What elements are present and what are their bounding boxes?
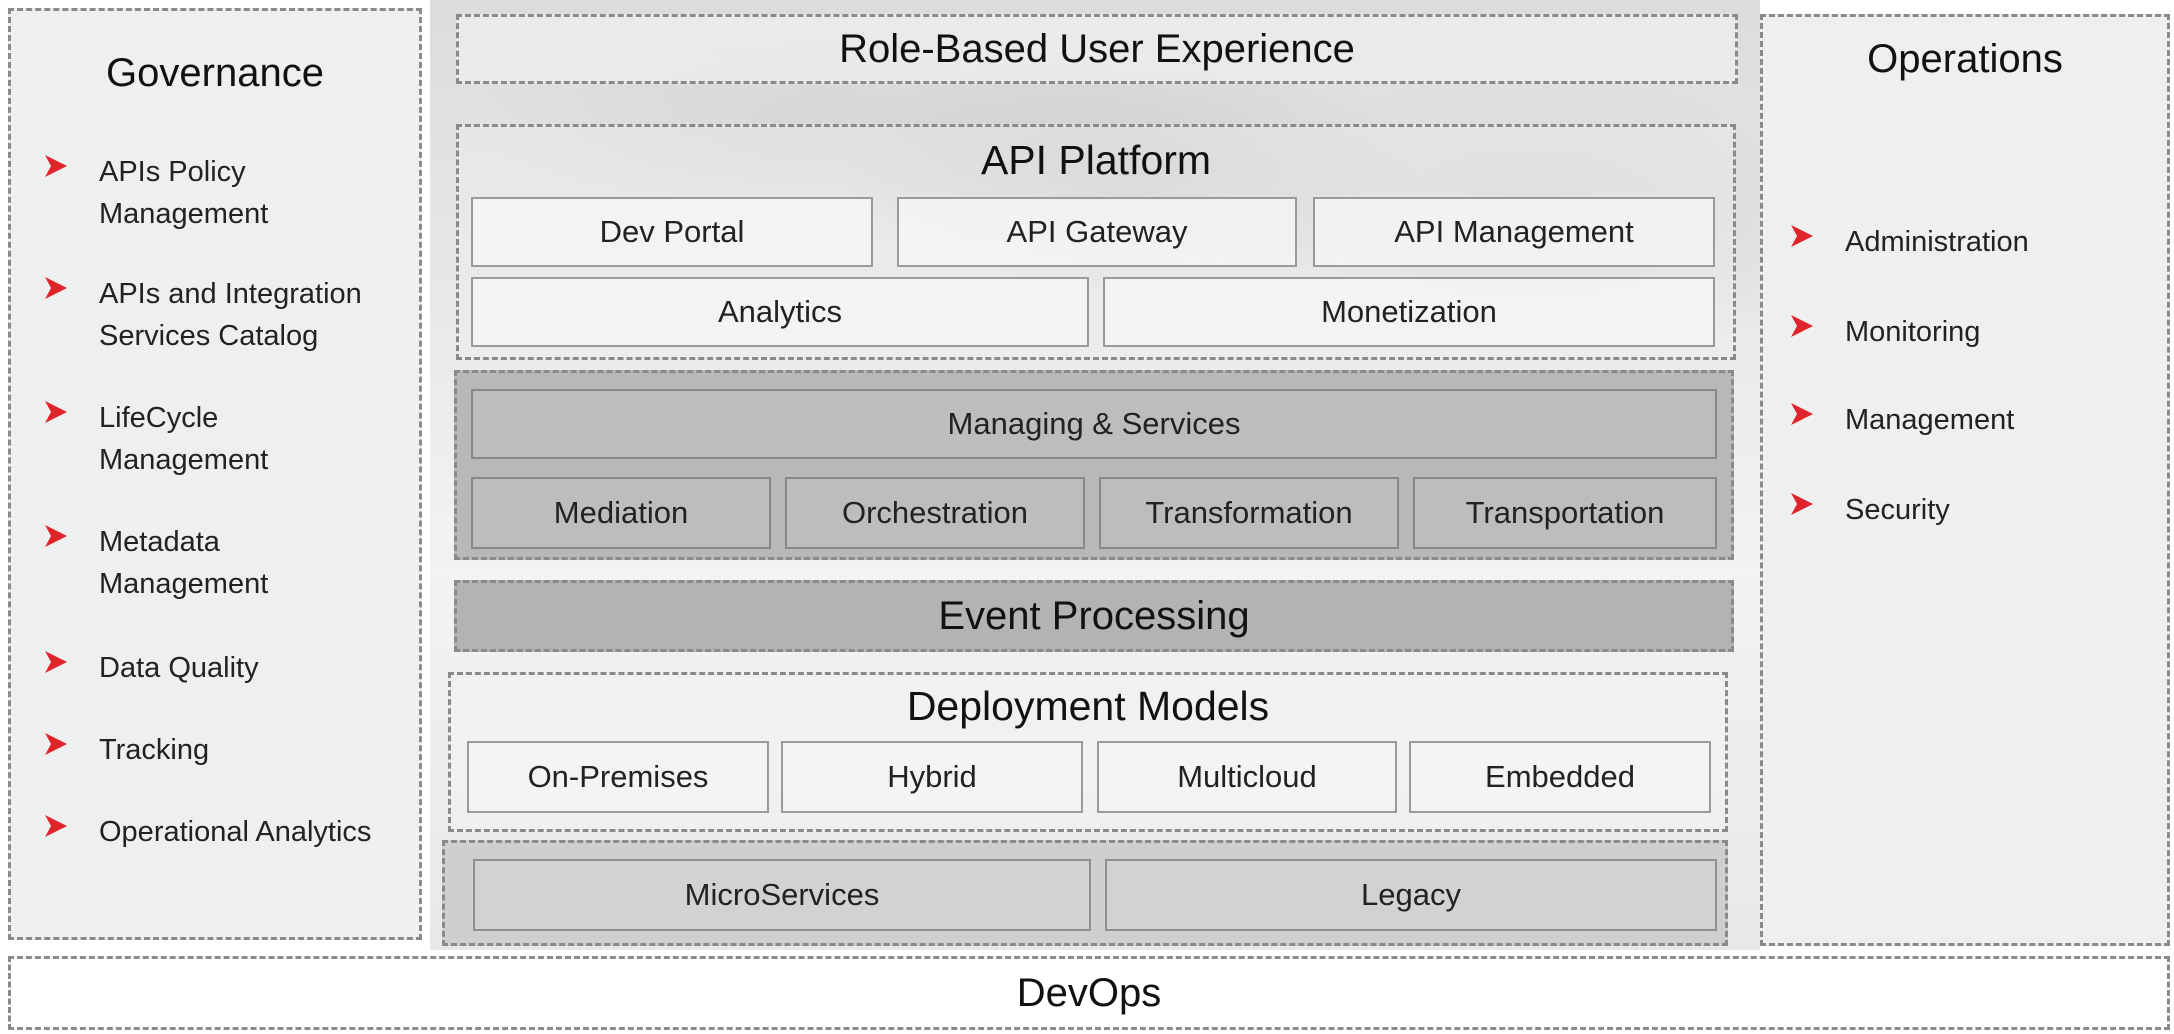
governance-title: Governance [106,51,324,95]
deployment-models-layer: Deployment Models On-Premises Hybrid Mul… [448,672,1728,832]
red-arrow-icon [45,733,67,755]
api-gateway-box: API Gateway [897,197,1297,267]
on-premises-box: On-Premises [467,741,769,813]
api-platform-layer: API Platform Dev Portal API Gateway API … [456,124,1736,360]
governance-item: Data Quality [41,647,259,689]
red-arrow-icon [45,651,67,673]
dev-portal-box: Dev Portal [471,197,873,267]
red-arrow-icon [1791,225,1813,247]
deployment-models-title: Deployment Models [906,683,1270,729]
microservices-box: MicroServices [473,859,1091,931]
role-based-ux-title: Role-Based User Experience [839,26,1355,71]
governance-item-line: APIs and Integration [99,278,362,310]
operations-item-label: Security [1845,494,1950,526]
operations-item: Administration [1787,221,2029,263]
governance-item-line: Operational Analytics [99,816,372,848]
red-arrow-icon [1791,403,1813,425]
multicloud-box: Multicloud [1097,741,1397,813]
legacy-box: Legacy [1105,859,1717,931]
red-arrow-icon [45,155,67,177]
foundation-layer: MicroServices Legacy [442,840,1728,946]
managing-services-title-box: Managing & Services [471,389,1717,459]
red-arrow-icon [45,401,67,423]
api-platform-title: API Platform [980,137,1212,183]
governance-item-line: Management [99,444,269,476]
embedded-box: Embedded [1409,741,1711,813]
operations-panel: Operations Administration Monitoring Man… [1760,14,2170,946]
operations-title: Operations [1867,37,2063,81]
governance-item-line: Tracking [99,734,210,766]
transformation-box: Transformation [1099,477,1399,549]
hybrid-box: Hybrid [781,741,1083,813]
red-arrow-icon [1791,493,1813,515]
governance-item-line: Data Quality [99,652,259,684]
event-processing-layer: Event Processing [454,580,1734,652]
red-arrow-icon [45,815,67,837]
governance-item-line: APIs Policy [99,156,246,188]
managing-services-layer: Managing & Services Mediation Orchestrat… [454,370,1734,560]
governance-item: Operational Analytics [41,811,371,853]
red-arrow-icon [45,525,67,547]
governance-item: Tracking [41,729,209,771]
red-arrow-icon [45,277,67,299]
operations-item-label: Monitoring [1845,316,1981,348]
governance-item-line: Services Catalog [99,320,319,352]
operations-item: Management [1787,399,2014,441]
operations-item-label: Management [1845,404,2015,436]
mediation-box: Mediation [471,477,771,549]
governance-item-line: Management [99,568,269,600]
monetization-box: Monetization [1103,277,1715,347]
operations-item: Monitoring [1787,311,1980,353]
operations-item: Security [1787,489,1950,531]
devops-title: DevOps [1016,970,1162,1015]
governance-item-line: Management [99,198,269,230]
analytics-box: Analytics [471,277,1089,347]
api-management-box: API Management [1313,197,1715,267]
orchestration-box: Orchestration [785,477,1085,549]
operations-item-label: Administration [1845,226,2029,258]
governance-item-line: LifeCycle [99,402,219,434]
governance-item-line: Metadata [99,526,220,558]
role-based-ux-layer: Role-Based User Experience [456,14,1738,84]
red-arrow-icon [1791,315,1813,337]
event-processing-title: Event Processing [938,593,1250,638]
transportation-box: Transportation [1413,477,1717,549]
devops-layer: DevOps [8,956,2170,1030]
